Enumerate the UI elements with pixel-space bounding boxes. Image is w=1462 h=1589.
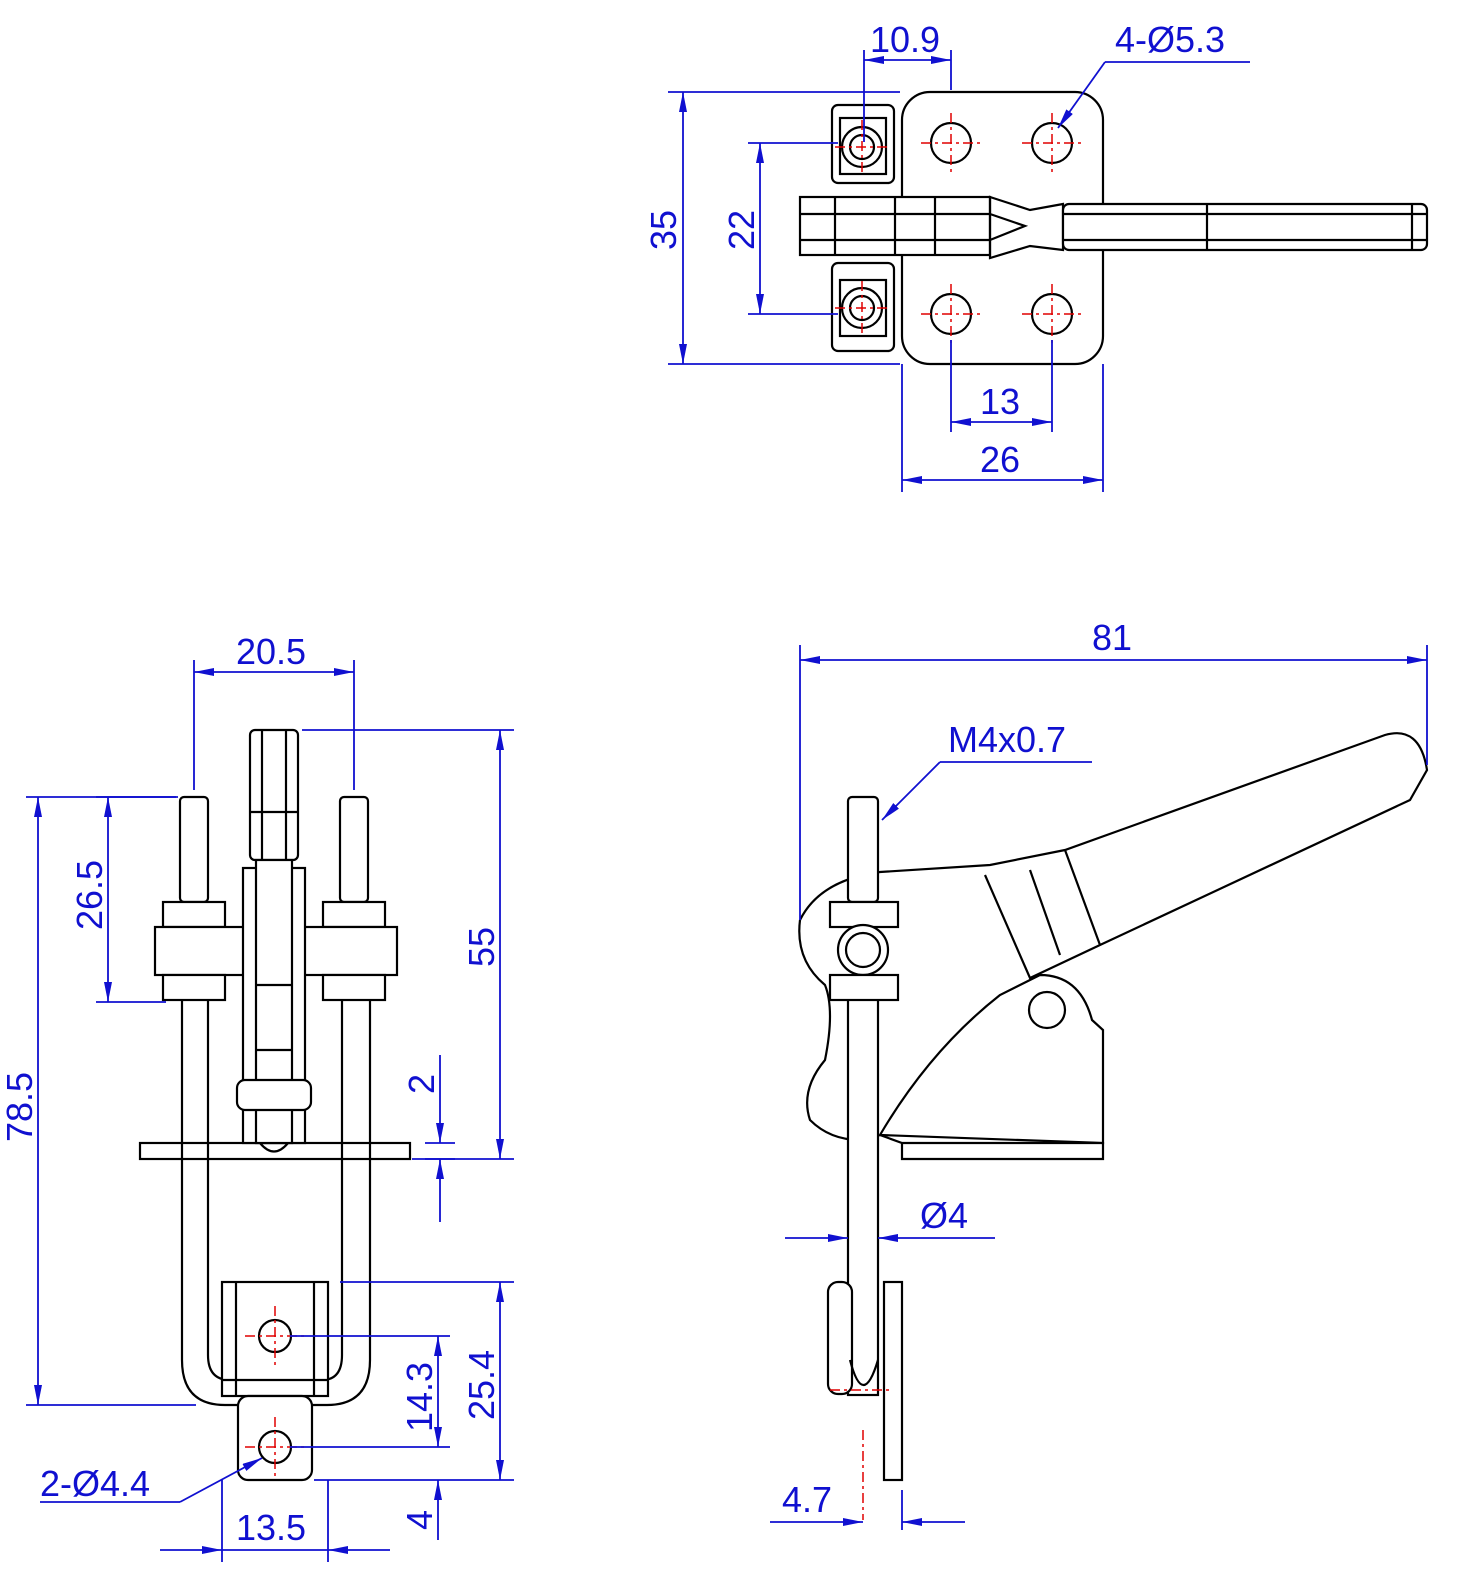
dim-holes: 4-Ø5.3 [1115, 19, 1225, 60]
dim-hole-to-hole: 14.3 [399, 1362, 440, 1432]
dim-pin-offset: 10.9 [870, 19, 940, 60]
dim-pin-spacing: 22 [721, 210, 762, 250]
top-view: 10.9 4-Ø5.3 35 22 13 26 [643, 19, 1429, 492]
dim-plate-height: 35 [643, 210, 684, 250]
dim-bottom-offset: 4 [399, 1510, 440, 1530]
side-view-dimensions: 81 M4x0.7 Ø4 4.7 [770, 617, 1428, 1530]
dim-bracket-holes: 2-Ø4.4 [40, 1463, 150, 1504]
dim-overall-length: 81 [1092, 617, 1132, 658]
nut-upper-side [828, 900, 900, 929]
lever-side [799, 732, 1429, 980]
dim-overall-height: 78.5 [0, 1072, 40, 1142]
side-view: 81 M4x0.7 Ø4 4.7 [770, 617, 1429, 1530]
dim-plate-width: 26 [980, 439, 1020, 480]
front-view-dimensions: 20.5 26.5 55 78.5 2 14.3 25.4 4 [0, 631, 514, 1562]
stud-side [846, 795, 880, 904]
body-side [878, 973, 1105, 1145]
dim-hole-spacing: 13 [980, 381, 1020, 422]
dim-bracket-width: 13.5 [236, 1507, 306, 1548]
mounting-holes [921, 113, 1082, 344]
threaded-studs [178, 728, 370, 904]
front-view: 20.5 26.5 55 78.5 2 14.3 25.4 4 [0, 631, 514, 1562]
bracket-plate-side [882, 1280, 904, 1482]
handle-top [798, 195, 1429, 260]
nut-lower-side [828, 973, 900, 1002]
nut-block-lower [830, 261, 896, 353]
dim-height-above-base: 55 [461, 927, 502, 967]
dim-base-thickness: 2 [401, 1074, 442, 1094]
dim-bracket-offset: 4.7 [782, 1479, 832, 1520]
dim-bracket-height: 25.4 [461, 1350, 502, 1420]
dim-pin-span: 20.5 [236, 631, 306, 672]
top-view-dimensions: 10.9 4-Ø5.3 35 22 13 26 [643, 19, 1250, 492]
base-side [879, 1133, 1105, 1161]
dim-thread: M4x0.7 [948, 719, 1066, 760]
dim-rod-diameter: Ø4 [920, 1195, 968, 1236]
lever-body-front [235, 858, 313, 1153]
pivot-hole [1027, 990, 1067, 1030]
nut-block-upper [830, 103, 896, 185]
bracket-front [220, 1280, 330, 1482]
bracket-lip-side [826, 1280, 854, 1396]
dim-thread-length: 26.5 [69, 860, 110, 930]
